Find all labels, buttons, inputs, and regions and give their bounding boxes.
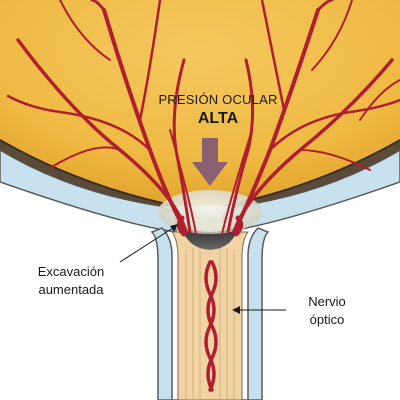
label-pointers (119, 224, 286, 314)
nerve-pointer-head (232, 306, 240, 314)
pressure-label-line2: ALTA (197, 110, 239, 127)
cupping-label-line2: aumentada (38, 282, 104, 297)
pressure-label-line1: PRESIÓN OCULAR (158, 92, 278, 107)
cup-pointer-head (170, 224, 178, 232)
nerve-sheath (150, 227, 270, 400)
cupping-label-line1: Excavación (37, 264, 105, 279)
pressure-arrow (192, 138, 228, 186)
retina-layer (0, 140, 400, 206)
retinal-vessels (6, 0, 400, 392)
nerve-label-line2: óptico (309, 312, 345, 327)
nerve-fibers (185, 246, 235, 400)
cup-pointer-line (119, 225, 177, 263)
disc-vessel-hooks (176, 215, 244, 237)
nerve-label-line1: Nervio (308, 294, 346, 309)
